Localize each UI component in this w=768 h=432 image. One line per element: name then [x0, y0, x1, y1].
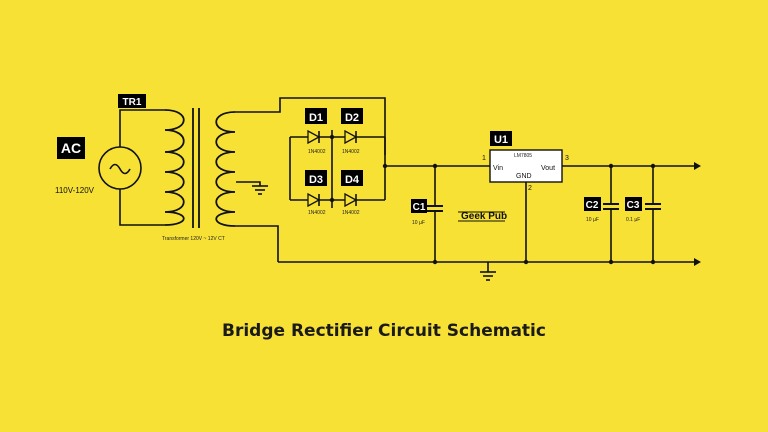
watermark: Geek Pub: [458, 211, 507, 222]
c2-value: 10 µF: [586, 217, 599, 223]
d4-label-box: [341, 170, 363, 186]
bridge-rectifier: D1 1N4002 D2 1N4002 D3 1N4002 D4 1N4002: [289, 108, 388, 216]
primary-coil: [164, 109, 185, 226]
c2-label-box: [584, 197, 601, 211]
diode-icon: [344, 129, 358, 145]
d1-label-box: [305, 108, 327, 124]
diode-icon: [344, 192, 358, 208]
tr1-label-box: [118, 94, 146, 108]
sine-wave-icon: [109, 163, 131, 175]
capacitor-c1: C1 10 µF: [411, 166, 443, 262]
vout-label: Vout: [541, 165, 555, 172]
output-positive-arrow: [694, 162, 701, 170]
d1-part: 1N4002: [308, 149, 326, 155]
diode-d1: D1 1N4002: [305, 108, 327, 155]
tr1-label: TR1: [123, 97, 142, 108]
d1-label: D1: [309, 112, 323, 124]
d3-part: 1N4002: [308, 210, 326, 216]
d4-label: D4: [345, 174, 360, 186]
diode-d3: D3 1N4002: [305, 170, 327, 216]
power-rails: [278, 162, 701, 266]
d2-label: D2: [345, 112, 359, 124]
pin1-label: 1: [482, 155, 486, 162]
ac-label: AC: [61, 140, 81, 156]
ac-label-box: [57, 137, 85, 159]
u1-label: U1: [494, 134, 508, 146]
gnd-label: GND: [516, 173, 532, 180]
diode-icon: [307, 129, 321, 145]
c3-value: 0.1 µF: [626, 217, 640, 223]
voltage-label: 110V-120V: [55, 186, 95, 195]
c1-label-box: [411, 199, 427, 213]
diagram-title: Bridge Rectifier Circuit Schematic: [222, 321, 546, 341]
capacitor-c2: C2 10 µF: [584, 166, 619, 262]
secondary-coil: [215, 111, 236, 227]
c1-value: 10 µF: [412, 220, 425, 226]
transformer-caption: Transformer 120V ~ 12V CT: [162, 236, 225, 242]
diode-d2: D2 1N4002: [341, 108, 363, 155]
regulator-part: LM7805: [514, 153, 532, 159]
pin3-label: 3: [565, 155, 569, 162]
c3-label-box: [625, 197, 642, 211]
capacitor-c3: C3 0.1 µF: [625, 166, 661, 262]
d4-part: 1N4002: [342, 210, 360, 216]
output-negative-arrow: [694, 258, 701, 266]
voltage-regulator-u1: U1 LM7805 Vin Vout GND 1 3 2: [482, 131, 569, 262]
d3-label-box: [305, 170, 327, 186]
transformer: TR1 Transformer 120V ~ 12V CT: [118, 94, 386, 262]
d2-part: 1N4002: [342, 149, 360, 155]
ac-source: AC 110V-120V: [55, 109, 165, 226]
d2-label-box: [341, 108, 363, 124]
u1-label-box: [490, 131, 512, 146]
pin2-label: 2: [528, 185, 532, 192]
ground-symbol: [252, 185, 268, 195]
c1-label: C1: [413, 202, 426, 213]
vin-label: Vin: [493, 165, 503, 172]
d3-label: D3: [309, 174, 323, 186]
diode-icon: [307, 192, 321, 208]
watermark-text: Geek Pub: [461, 211, 507, 222]
c3-label: C3: [627, 200, 640, 211]
diode-d4: D4 1N4002: [341, 170, 363, 216]
ground-symbol-bottom: [480, 262, 496, 281]
c2-label: C2: [586, 200, 599, 211]
